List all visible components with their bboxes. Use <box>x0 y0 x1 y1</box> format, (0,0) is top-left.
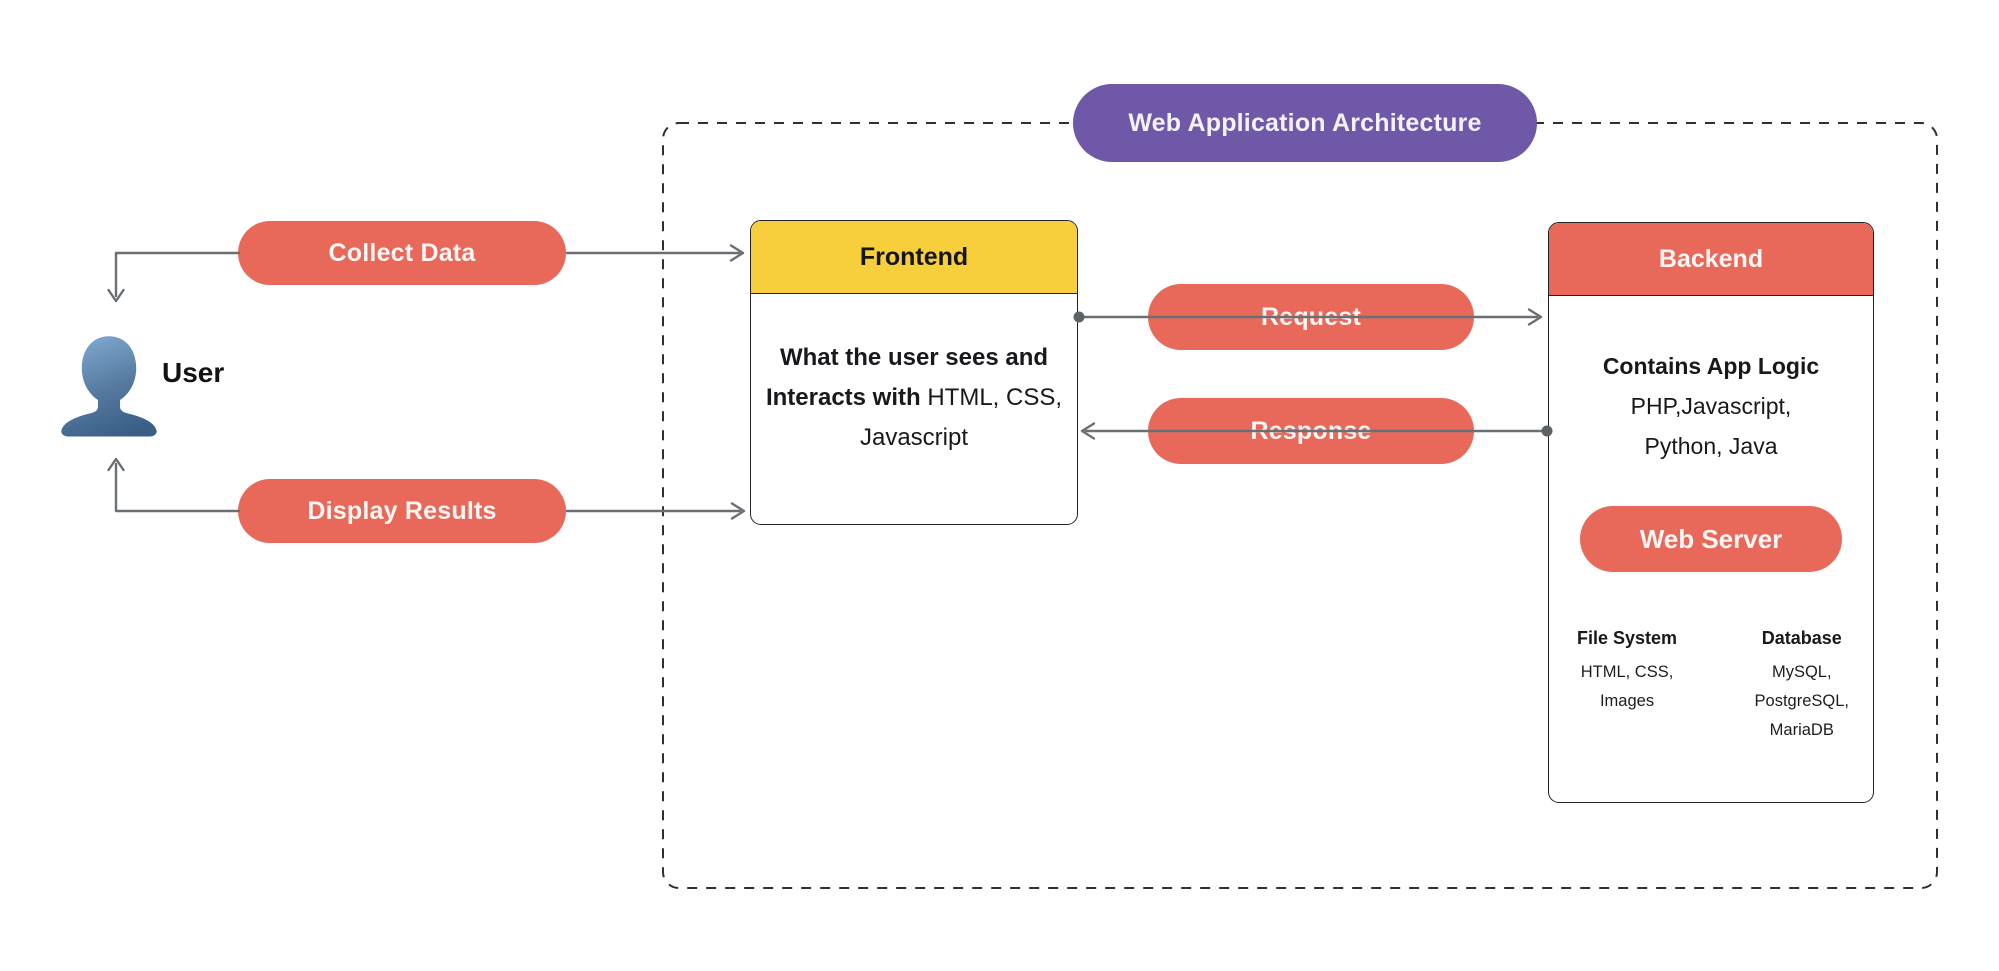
database-item: PostgreSQL, <box>1754 692 1849 710</box>
file-system-item: Images <box>1599 692 1655 710</box>
web-server-node: Web Server <box>1580 506 1842 572</box>
database-item: MySQL, <box>1771 663 1832 681</box>
frontend-description: What the user sees and Interacts with HT… <box>751 294 1077 458</box>
arrowhead-left-icon <box>1080 422 1096 440</box>
arrow-collect-to-user <box>114 251 241 298</box>
display-results-label: Display Results <box>307 496 497 525</box>
response-label: Response <box>1250 416 1372 445</box>
arrowhead-right-icon <box>730 502 746 520</box>
request-node: Request <box>1148 284 1474 350</box>
diagram-title-pill: Web Application Architecture <box>1073 84 1537 162</box>
backend-logic: Contains App Logic PHP,Javascript, Pytho… <box>1549 346 1873 466</box>
diagram-title: Web Application Architecture <box>1128 108 1482 137</box>
collect-data-label: Collect Data <box>328 238 476 267</box>
user-icon <box>58 328 160 438</box>
backend-logic-line: Python, Java <box>1644 433 1778 459</box>
backend-box: Backend Contains App Logic PHP,Javascrip… <box>1548 222 1874 803</box>
user-label: User <box>162 357 225 388</box>
file-system-item: HTML, CSS, <box>1580 663 1674 681</box>
backend-storage-row: File System HTML, CSS, Images Database M… <box>1549 628 1873 745</box>
database-item: MariaDB <box>1769 721 1834 739</box>
frontend-title: Frontend <box>859 242 969 271</box>
web-server-label: Web Server <box>1639 523 1783 554</box>
collect-data-node: Collect Data <box>238 221 566 285</box>
arrowhead-up-icon <box>107 457 125 472</box>
backend-header: Backend <box>1549 223 1873 296</box>
database-section: Database MySQL, PostgreSQL, MariaDB <box>1755 628 1849 745</box>
backend-title: Backend <box>1658 244 1764 273</box>
arrow-display-to-user <box>114 462 241 513</box>
display-results-node: Display Results <box>238 479 566 543</box>
backend-logic-title: Contains App Logic <box>1602 353 1820 379</box>
arrowhead-right-icon <box>729 244 745 262</box>
file-system-section: File System HTML, CSS, Images <box>1577 628 1677 745</box>
frontend-box: Frontend What the user sees and Interact… <box>750 220 1078 525</box>
arrowhead-right-icon <box>1527 308 1543 326</box>
frontend-header: Frontend <box>751 221 1077 294</box>
backend-logic-line: PHP,Javascript, <box>1630 393 1792 419</box>
user-silhouette-icon <box>61 336 157 437</box>
backend-body: Contains App Logic PHP,Javascript, Pytho… <box>1549 346 1873 745</box>
arrowhead-down-icon <box>107 288 125 303</box>
response-node: Response <box>1148 398 1474 464</box>
request-label: Request <box>1260 302 1362 331</box>
database-title: Database <box>1761 628 1842 648</box>
file-system-title: File System <box>1577 628 1678 648</box>
